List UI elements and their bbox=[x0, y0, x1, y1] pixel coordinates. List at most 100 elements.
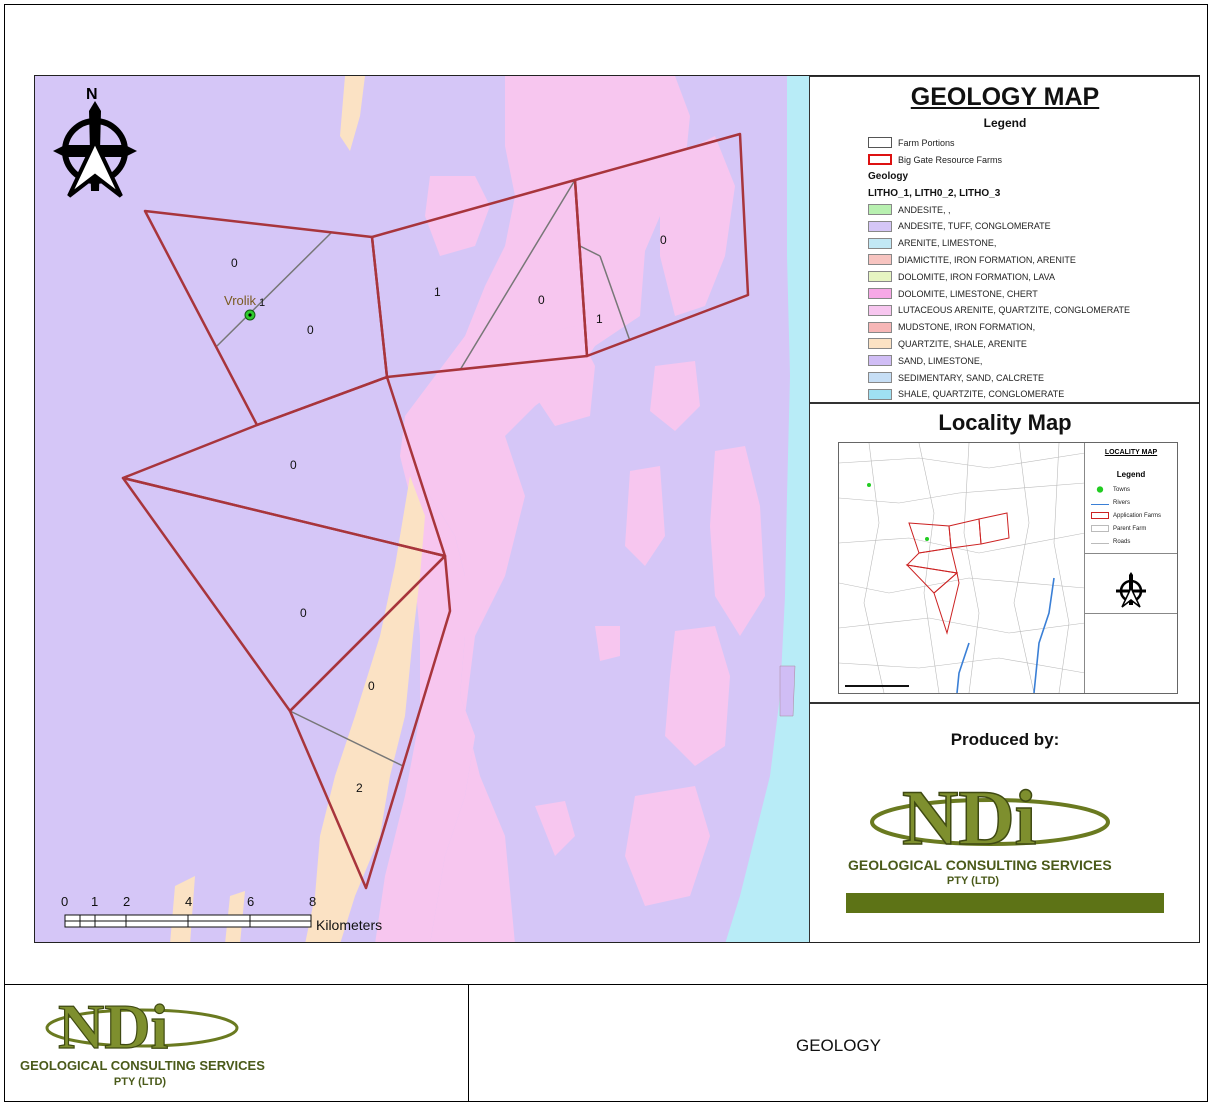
footer-logo-main: NDi bbox=[58, 991, 168, 1056]
legend-swatch bbox=[868, 355, 892, 367]
legend-swatch bbox=[868, 321, 892, 333]
inset-legend-swatch bbox=[1091, 501, 1109, 505]
farm-label: 0 bbox=[538, 293, 545, 307]
big-gate-farm-boundaries[interactable] bbox=[121, 132, 750, 890]
inset-divider bbox=[1085, 553, 1177, 554]
geology-blob-9 bbox=[625, 786, 710, 906]
north-arrow-icon: N bbox=[53, 86, 137, 198]
legend-label: SHALE, QUARTZITE, CONGLOMERATE bbox=[898, 389, 1065, 400]
page-frame bbox=[4, 4, 1208, 1102]
geology-sand-top bbox=[340, 76, 365, 151]
produced-logo-bar bbox=[846, 893, 1164, 913]
legend-geology-item: DOLOMITE, LIMESTONE, CHERT bbox=[868, 288, 1038, 299]
footer-title: GEOLOGY bbox=[795, 1036, 882, 1055]
legend-label: QUARTZITE, SHALE, ARENITE bbox=[898, 338, 1027, 349]
inset-legend-item: Roads bbox=[1085, 535, 1177, 548]
legend-swatch bbox=[868, 237, 892, 249]
map-canvas[interactable]: 0 1 0 0 1 0 0 0 0 2 Vrolik 1 N 0 bbox=[35, 76, 1200, 943]
map-title: GEOLOGY MAP bbox=[910, 83, 1100, 111]
geology-blob-4 bbox=[650, 361, 700, 431]
scale-tick: 2 bbox=[123, 894, 130, 909]
geology-blob-3 bbox=[660, 136, 735, 316]
inset-legend-label: Parent Farm bbox=[1113, 525, 1147, 532]
scale-tick: 0 bbox=[61, 894, 68, 909]
legend-geology-item: ANDESITE, TUFF, CONGLOMERATE bbox=[868, 220, 1051, 232]
farm-label: 2 bbox=[356, 781, 363, 795]
legend-geology-item: MUDSTONE, IRON FORMATION, bbox=[868, 321, 1035, 333]
legend-geology-heading: Geology bbox=[868, 171, 909, 182]
produced-logo-main: NDi bbox=[902, 774, 1036, 854]
north-label: N bbox=[86, 86, 98, 103]
geology-blob-7 bbox=[665, 626, 730, 766]
ndi-logo-mark-icon: NDi bbox=[870, 773, 1110, 862]
inset-legend-item: Rivers bbox=[1085, 496, 1177, 509]
locality-title: Locality Map bbox=[938, 410, 1072, 435]
farm-label: 0 bbox=[660, 233, 667, 247]
inset-legend-label: Application Farms bbox=[1113, 512, 1162, 519]
geology-dolomite-band bbox=[375, 76, 690, 942]
legend-big-gate: Big Gate Resource Farms bbox=[868, 154, 1002, 165]
footer-logo-line2: PTY (LTD) bbox=[113, 1076, 167, 1088]
geology-blob-2 bbox=[530, 326, 595, 426]
legend-swatch bbox=[868, 154, 892, 165]
legend-label: DIAMICTITE, IRON FORMATION, ARENITE bbox=[898, 254, 1076, 265]
legend-swatch bbox=[868, 304, 892, 316]
legend-swatch bbox=[868, 254, 892, 266]
inset-legend-label: Roads bbox=[1113, 538, 1131, 545]
legend-geology-item: LUTACEOUS ARENITE, QUARTZITE, CONGLOMERA… bbox=[868, 304, 1130, 316]
footer-ndi-logo-mark-icon: NDi bbox=[45, 990, 239, 1056]
geology-blob-6 bbox=[710, 446, 765, 636]
geology-blob-8 bbox=[595, 626, 620, 661]
legend-geology-item: SHALE, QUARTZITE, CONGLOMERATE bbox=[868, 388, 1065, 400]
inset-legend-swatch bbox=[1091, 486, 1109, 493]
farm-label: 0 bbox=[300, 606, 307, 620]
produced-by-panel: Produced by: NDi GEOLOGICAL CONSULTING S… bbox=[809, 703, 1199, 942]
legend-geology-item: ARENITE, LIMESTONE, bbox=[868, 237, 996, 249]
geology-map[interactable]: 0 1 0 0 1 0 0 0 0 2 Vrolik 1 N 0 bbox=[34, 75, 1200, 943]
town-number: 1 bbox=[259, 297, 265, 309]
inset-legend-swatch bbox=[1091, 525, 1109, 532]
legend-label: DOLOMITE, IRON FORMATION, LAVA bbox=[898, 271, 1056, 282]
geology-shale-strip bbox=[725, 76, 811, 942]
legend-swatch bbox=[868, 372, 892, 383]
legend-label: ANDESITE, , bbox=[898, 204, 951, 215]
legend-swatch bbox=[868, 338, 892, 350]
legend-subtitle: Legend bbox=[983, 116, 1027, 130]
inset-legend-label: Rivers bbox=[1113, 499, 1131, 506]
scale-tick: 6 bbox=[247, 894, 254, 909]
legend-label: Farm Portions bbox=[898, 137, 955, 148]
scale-tick: 8 bbox=[309, 894, 316, 909]
inset-legend-item: Application Farms bbox=[1085, 509, 1177, 522]
scale-bar: 0 1 2 4 6 8 Kilometers bbox=[61, 894, 382, 933]
produced-logo-line2: PTY (LTD) bbox=[946, 875, 1000, 887]
inset-legend-swatch bbox=[1091, 540, 1109, 544]
town-label: Vrolik bbox=[224, 293, 257, 308]
legend-label: ANDESITE, TUFF, CONGLOMERATE bbox=[898, 221, 1051, 232]
inset-north-arrow-icon bbox=[1116, 572, 1146, 608]
scale-tick: 1 bbox=[91, 894, 98, 909]
inset-legend-item: Towns bbox=[1085, 483, 1177, 496]
farm-label: 0 bbox=[231, 256, 238, 270]
legend-geology-item: SAND, LIMESTONE, bbox=[868, 355, 983, 367]
produced-by-title: Produced by: bbox=[950, 730, 1060, 749]
legend-label: Big Gate Resource Farms bbox=[898, 154, 1003, 165]
scale-unit: Kilometers bbox=[316, 917, 382, 933]
produced-logo-line1: GEOLOGICAL CONSULTING SERVICES bbox=[848, 857, 1112, 873]
legend-farm-portions: Farm Portions bbox=[868, 137, 955, 148]
legend-label: SAND, LIMESTONE, bbox=[898, 355, 983, 366]
farm-label: 1 bbox=[596, 312, 603, 326]
geology-blob-1 bbox=[425, 176, 490, 256]
footer-divider bbox=[4, 984, 1208, 985]
farm-label: 0 bbox=[290, 458, 297, 472]
inset-legend-label: Towns bbox=[1113, 486, 1131, 493]
inset-legend-item: Parent Farm bbox=[1085, 522, 1177, 535]
legend-swatch bbox=[868, 271, 892, 283]
farm-label: 0 bbox=[307, 323, 314, 337]
legend-geology-item: ANDESITE, , bbox=[868, 204, 951, 215]
legend-panel: GEOLOGY MAP Legend Farm Portions Big Gat… bbox=[809, 76, 1199, 403]
locality-inset-legend-heading: Legend bbox=[1116, 470, 1146, 479]
legend-litho-heading: LITHO_1, LITH0_2, LITHO_3 bbox=[868, 188, 1001, 199]
